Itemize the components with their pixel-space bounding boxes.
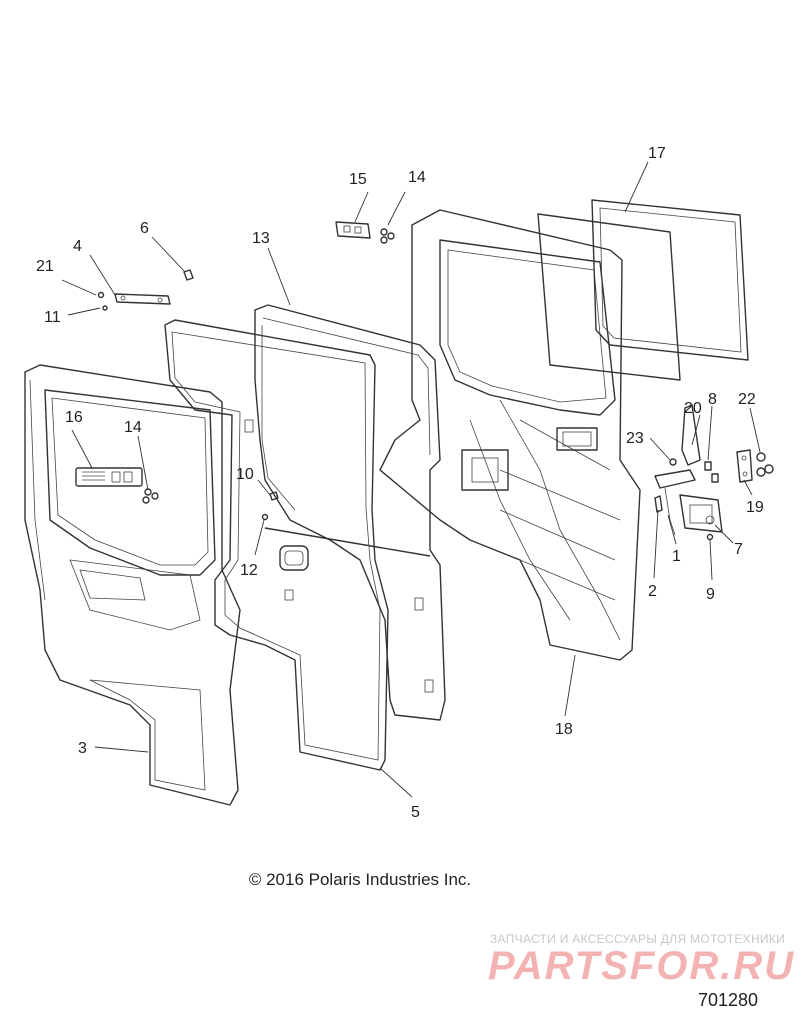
latch-nut — [669, 458, 677, 466]
window-glass — [537, 213, 681, 381]
window-seal — [591, 199, 749, 361]
callout-9: 9 — [706, 586, 715, 603]
latch-screw-2 — [711, 473, 719, 483]
callout-11: 11 — [44, 309, 61, 326]
door-frame-seal — [164, 319, 389, 771]
callout-18: 17 — [648, 145, 666, 162]
callout-19: 20 — [684, 400, 702, 417]
callout-10: 10 — [236, 466, 254, 483]
door-handle-insert — [75, 467, 143, 487]
callout-15: 16 — [65, 409, 83, 426]
nut — [97, 291, 105, 299]
door-frame-tube — [244, 304, 446, 721]
latch-assembly — [679, 494, 723, 533]
callout-7: 7 — [734, 541, 743, 558]
callout-labels: 21 4 11 6 13 15 14 17 16 14 10 12 3 5 18… — [36, 145, 764, 821]
door-strap — [114, 293, 171, 305]
door-outer-shell — [379, 209, 641, 661]
watermark-tagline: ЗАПЧАСТИ И АКСЕССУАРЫ ДЛЯ МОТОТЕХНИКИ — [490, 932, 786, 946]
clip — [654, 495, 663, 513]
callout-14-top: 14 — [408, 169, 426, 186]
callout-14-left: 14 — [124, 419, 142, 436]
copyright-notice: © 2016 Polaris Industries Inc. — [248, 870, 472, 889]
callout-2: 2 — [648, 583, 657, 600]
callout-20: 19 — [746, 499, 764, 516]
screw — [269, 491, 279, 501]
washer — [102, 305, 108, 311]
callout-3: 3 — [78, 740, 87, 757]
latch-handle — [681, 404, 701, 466]
latch-rod — [654, 469, 696, 536]
callout-12: 12 — [240, 562, 258, 579]
latch-screw — [704, 461, 712, 471]
callout-13: 13 — [252, 230, 270, 247]
leader-lines — [61, 161, 761, 798]
callout-8: 8 — [708, 391, 717, 408]
bolt — [183, 269, 194, 281]
latch-bolt — [706, 533, 714, 541]
mount-bracket — [335, 221, 371, 239]
callout-16: 15 — [349, 171, 367, 188]
callout-1: 1 — [672, 548, 681, 565]
diagram-id: 701280 — [698, 990, 759, 1010]
watermark-logo: PARTSFOR.RU — [488, 944, 796, 988]
callout-5: 5 — [411, 804, 420, 821]
fastener-cluster-left — [142, 488, 159, 504]
striker-nuts — [756, 452, 774, 477]
fastener-cluster-upper — [380, 228, 395, 244]
callout-17: 18 — [555, 721, 573, 738]
striker-plate — [736, 449, 753, 483]
callout-23: 23 — [626, 430, 644, 447]
callout-21: 22 — [738, 391, 756, 408]
door-inner-panel — [24, 364, 241, 806]
callout-6: 6 — [140, 220, 149, 237]
callout-4: 4 — [73, 238, 82, 255]
small-washer — [261, 513, 269, 521]
callout-22: 21 — [36, 258, 54, 275]
